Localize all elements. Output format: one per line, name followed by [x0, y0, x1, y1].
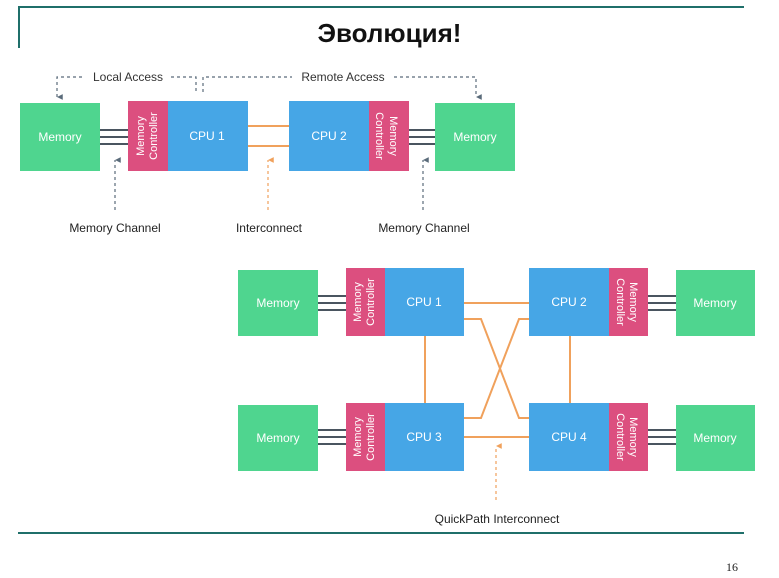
- channel-lines-bottom-right: [648, 429, 676, 445]
- memory-label-bottom-left: Memory: [256, 431, 299, 445]
- remote-access-arrow: [202, 76, 292, 92]
- memory-label-top-right: Memory: [693, 296, 736, 310]
- memory-channel-label-right: Memory Channel: [378, 221, 469, 235]
- cpu4-box: [529, 403, 609, 471]
- memory-label-right: Memory: [453, 130, 496, 144]
- controller-tl-line1: Memory: [352, 282, 364, 322]
- controller-bl-line1: Memory: [352, 417, 364, 457]
- page-number: 16: [726, 560, 738, 574]
- memory-controller-bottom-left: [346, 403, 385, 471]
- slide-title: Эволюция!: [317, 18, 462, 48]
- memory-channel-label-left: Memory Channel: [69, 221, 160, 235]
- top-diagram: Local Access Remote Access Memory Memory…: [20, 70, 515, 235]
- bottom-diagram: Memory Memory Controller CPU 1 CPU 2 Mem…: [238, 268, 755, 526]
- memory-box-right: [435, 103, 515, 171]
- controller-br-line2: Controller: [614, 413, 626, 461]
- remote-access-label: Remote Access: [301, 70, 384, 84]
- memory-channel-lines-right: [409, 129, 435, 145]
- cpu4-label: CPU 4: [551, 430, 587, 444]
- memory-controller-left: [128, 101, 168, 171]
- channel-lines-bottom-left: [318, 429, 346, 445]
- local-access-label: Local Access: [93, 70, 163, 84]
- controller-left-line2: Controller: [148, 112, 160, 160]
- channel-lines-top-left: [318, 295, 346, 311]
- memory-label-top-left: Memory: [256, 296, 299, 310]
- memory-controller-top-left: [346, 268, 385, 336]
- interconnect-label: Interconnect: [236, 221, 303, 235]
- cpu3-label: CPU 3: [406, 430, 442, 444]
- memory-box-left: [20, 103, 100, 171]
- quickpath-label: QuickPath Interconnect: [435, 512, 560, 526]
- memory-box-top-left: [238, 270, 318, 336]
- cpu2-label: CPU 2: [311, 129, 347, 143]
- frame-bottom-line: [18, 532, 744, 534]
- cpu1-label-bottom: CPU 1: [406, 295, 442, 309]
- memory-box-bottom-left: [238, 405, 318, 471]
- frame-top-line: [18, 6, 744, 8]
- memory-controller-bottom-right: [609, 403, 648, 471]
- controller-br-line1: Memory: [627, 417, 639, 457]
- memory-controller-top-right: [609, 268, 648, 336]
- memory-label-bottom-right: Memory: [693, 431, 736, 445]
- quickpath-links: [424, 302, 571, 438]
- controller-bl-line2: Controller: [365, 413, 377, 461]
- local-access-arrow: [56, 76, 85, 100]
- controller-tl-line2: Controller: [365, 278, 377, 326]
- memory-box-top-right: [676, 270, 755, 336]
- local-access-arrow-right: [171, 76, 197, 92]
- cpu3-box: [385, 403, 464, 471]
- controller-right-line2: Controller: [373, 112, 385, 160]
- memory-channel-lines-left: [100, 129, 128, 145]
- cpu1-box-bottom: [385, 268, 464, 336]
- memory-label-left: Memory: [38, 130, 81, 144]
- channel-lines-top-right: [648, 295, 676, 311]
- cpu2-box: [289, 101, 369, 171]
- controller-tr-line1: Memory: [627, 282, 639, 322]
- cpu1-box: [168, 101, 248, 171]
- cpu2-box-bottom: [529, 268, 609, 336]
- cpu2-label-bottom: CPU 2: [551, 295, 587, 309]
- memory-controller-right: [369, 101, 409, 171]
- controller-tr-line2: Controller: [614, 278, 626, 326]
- remote-access-arrow-right: [394, 76, 482, 100]
- frame-left-line: [18, 6, 20, 48]
- controller-left-line1: Memory: [135, 116, 147, 156]
- controller-right-line1: Memory: [387, 116, 399, 156]
- interconnect-lines: [248, 125, 289, 147]
- cpu1-label: CPU 1: [189, 129, 225, 143]
- memory-box-bottom-right: [676, 405, 755, 471]
